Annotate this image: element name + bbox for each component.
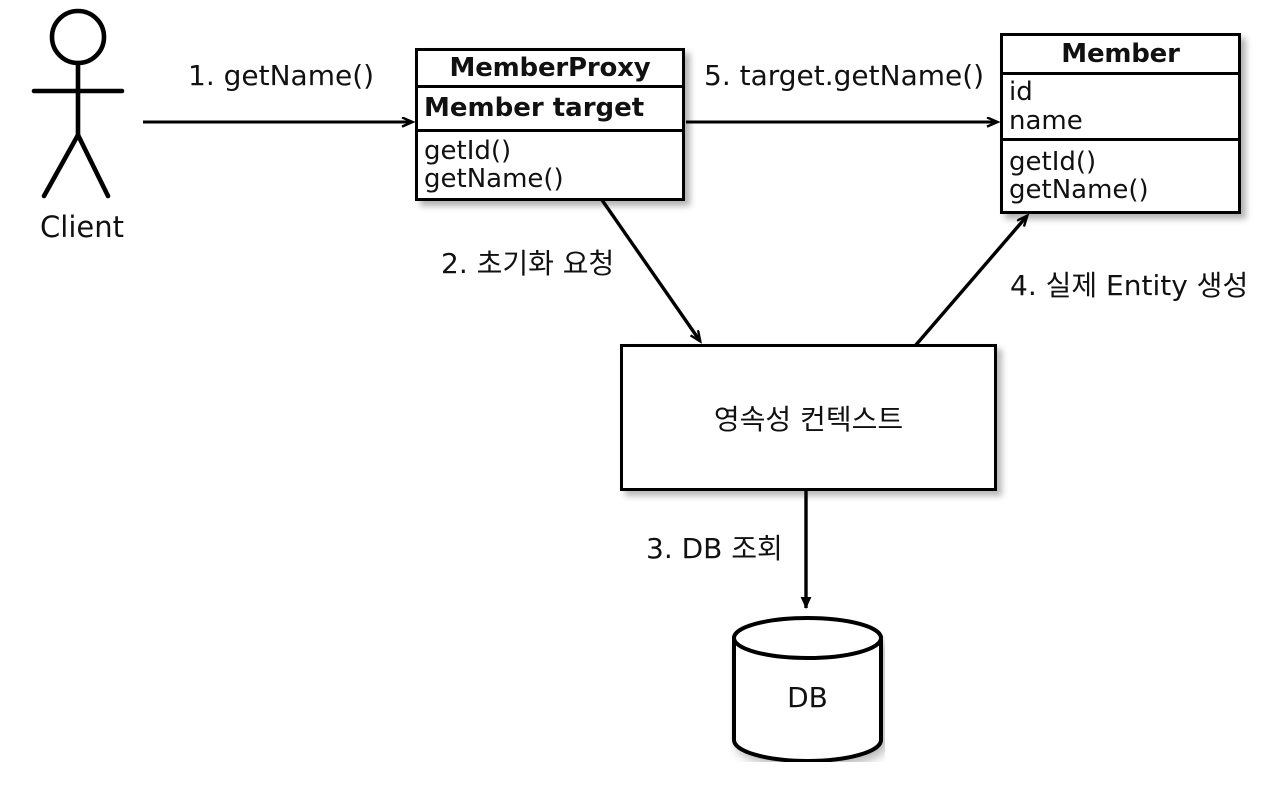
database-label: DB xyxy=(787,680,828,714)
edge-2-init-request xyxy=(600,199,700,341)
attribute-row: Member target xyxy=(424,93,645,124)
operation-row: getName() xyxy=(1009,175,1149,205)
class-attributes-memberproxy: Member target xyxy=(418,88,682,132)
edge-label-1: 1. getName() xyxy=(188,59,375,92)
edge-label-5: 5. target.getName() xyxy=(704,59,985,92)
class-operations-member: getId() getName() xyxy=(1003,141,1238,211)
class-title-memberproxy: MemberProxy xyxy=(418,51,682,88)
edge-label-2: 2. 초기화 요청 xyxy=(441,247,615,280)
operation-row: getId() xyxy=(1009,146,1097,177)
edge-label-3: 3. DB 조회 xyxy=(646,532,783,565)
class-attributes-member: id name xyxy=(1003,75,1238,141)
stick-figure-actor-icon xyxy=(31,8,125,199)
attribute-row: name xyxy=(1009,105,1083,136)
class-box-member[interactable]: Member id name getId() getName() xyxy=(1000,33,1241,214)
actor-client-label: Client xyxy=(40,210,124,244)
class-box-memberproxy[interactable]: MemberProxy Member target getId() getNam… xyxy=(415,48,685,201)
node-persistence-context-label: 영속성 컨텍스트 xyxy=(713,402,904,436)
attribute-row: id xyxy=(1009,77,1033,108)
node-persistence-context[interactable]: 영속성 컨텍스트 xyxy=(620,344,997,491)
operation-row: getId() xyxy=(424,135,512,166)
database-cylinder-icon[interactable] xyxy=(730,616,885,762)
operation-row: getName() xyxy=(424,164,564,194)
class-title-member: Member xyxy=(1003,36,1238,75)
class-operations-memberproxy: getId() getName() xyxy=(418,132,682,198)
edge-label-4: 4. 실제 Entity 생성 xyxy=(1010,269,1249,302)
